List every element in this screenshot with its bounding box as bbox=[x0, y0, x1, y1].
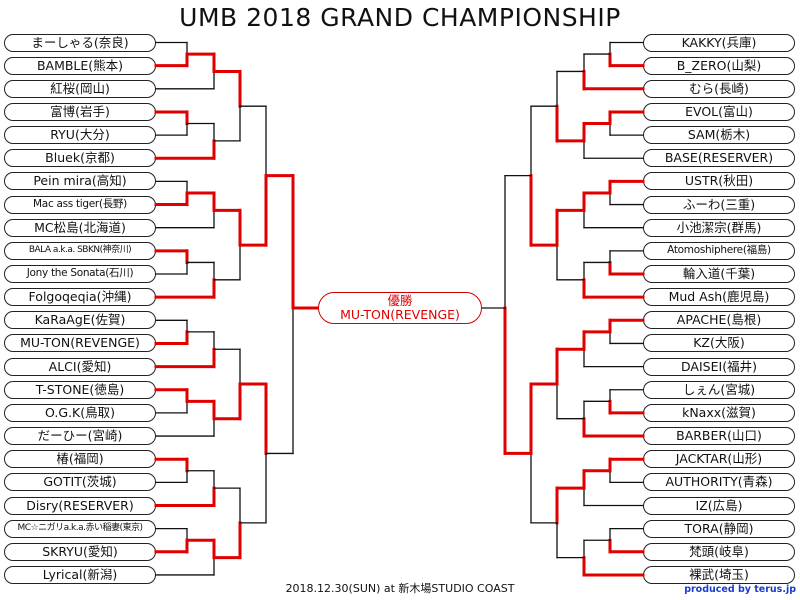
left-entrant-14: MU-TON(REVENGE) bbox=[4, 334, 156, 353]
right-entrant-13: APACHE(島根) bbox=[643, 311, 795, 330]
left-entrant-12: Folgoqeqia(沖縄) bbox=[4, 288, 156, 307]
right-entrant-11: 輪入道(千葉) bbox=[643, 265, 795, 283]
champion-label: 優勝 bbox=[387, 293, 413, 308]
left-entrant-3: 紅桜(岡山) bbox=[4, 79, 156, 98]
left-entrant-6: Bluek(京都) bbox=[4, 149, 156, 168]
left-entrant-9: MC松島(北海道) bbox=[4, 218, 156, 237]
right-entrant-24: 裸武(埼玉) bbox=[643, 565, 795, 584]
left-entrant-2: BAMBLE(熊本) bbox=[4, 56, 156, 75]
left-entrant-16: T-STONE(徳島) bbox=[4, 380, 156, 399]
left-entrant-7: Pein mira(高知) bbox=[4, 172, 156, 191]
right-entrant-7: USTR(秋田) bbox=[643, 172, 795, 191]
left-entrant-4: 富博(岩手) bbox=[4, 102, 156, 121]
right-entrant-3: むら(長崎) bbox=[643, 79, 795, 98]
left-entrant-24: Lyrical(新潟) bbox=[4, 565, 156, 584]
left-entrant-23: SKRYU(愛知) bbox=[4, 542, 156, 561]
right-entrant-12: Mud Ash(鹿児島) bbox=[643, 288, 795, 307]
right-entrant-9: 小池潔宗(群馬) bbox=[643, 218, 795, 237]
right-entrant-23: 梵頭(岐阜) bbox=[643, 542, 795, 561]
right-entrant-2: B_ZERO(山梨) bbox=[643, 56, 795, 75]
event-date-venue: 2018.12.30(SUN) at 新木場STUDIO COAST bbox=[285, 582, 515, 595]
left-entrant-19: 椿(福岡) bbox=[4, 450, 156, 469]
right-entrant-17: kNaxx(滋賀) bbox=[643, 403, 795, 422]
page-title: UMB 2018 GRAND CHAMPIONSHIP bbox=[179, 3, 621, 32]
right-entrant-20: AUTHORITY(青森) bbox=[643, 473, 795, 492]
right-entrant-10: Atomoshiphere(福島) bbox=[643, 241, 795, 260]
right-entrant-14: KZ(大阪) bbox=[643, 334, 795, 353]
right-entrant-18: BARBER(山口) bbox=[643, 427, 795, 446]
credit-link[interactable]: produced by terus.jp bbox=[684, 584, 796, 595]
left-entrant-10: BALA a.k.a. SBKN(神奈川) bbox=[4, 241, 156, 260]
right-entrant-15: DAISEI(福井) bbox=[643, 357, 795, 376]
left-entrant-5: RYU(大分) bbox=[4, 126, 156, 145]
right-entrant-1: KAKKY(兵庫) bbox=[643, 33, 795, 52]
right-entrant-19: JACKTAR(山形) bbox=[643, 450, 795, 469]
right-entrant-16: しぇん(宮城) bbox=[643, 380, 795, 399]
left-entrant-22: MC☆ニガリa.k.a.赤い稲妻(東京) bbox=[4, 519, 156, 538]
left-entrant-15: ALCI(愛知) bbox=[4, 357, 156, 376]
champion-box: 優勝 MU-TON(REVENGE) bbox=[318, 292, 482, 324]
left-entrant-20: GOTIT(茨城) bbox=[4, 473, 156, 492]
left-entrant-21: Disry(RESERVER) bbox=[4, 496, 156, 515]
left-entrant-13: KaRaAgE(佐賀) bbox=[4, 311, 156, 330]
champion-name: MU-TON(REVENGE) bbox=[340, 307, 460, 322]
right-entrant-21: IZ(広島) bbox=[643, 496, 795, 515]
left-entrant-18: だーひー(宮崎) bbox=[4, 427, 156, 446]
left-entrant-17: O.G.K(鳥取) bbox=[4, 403, 156, 422]
